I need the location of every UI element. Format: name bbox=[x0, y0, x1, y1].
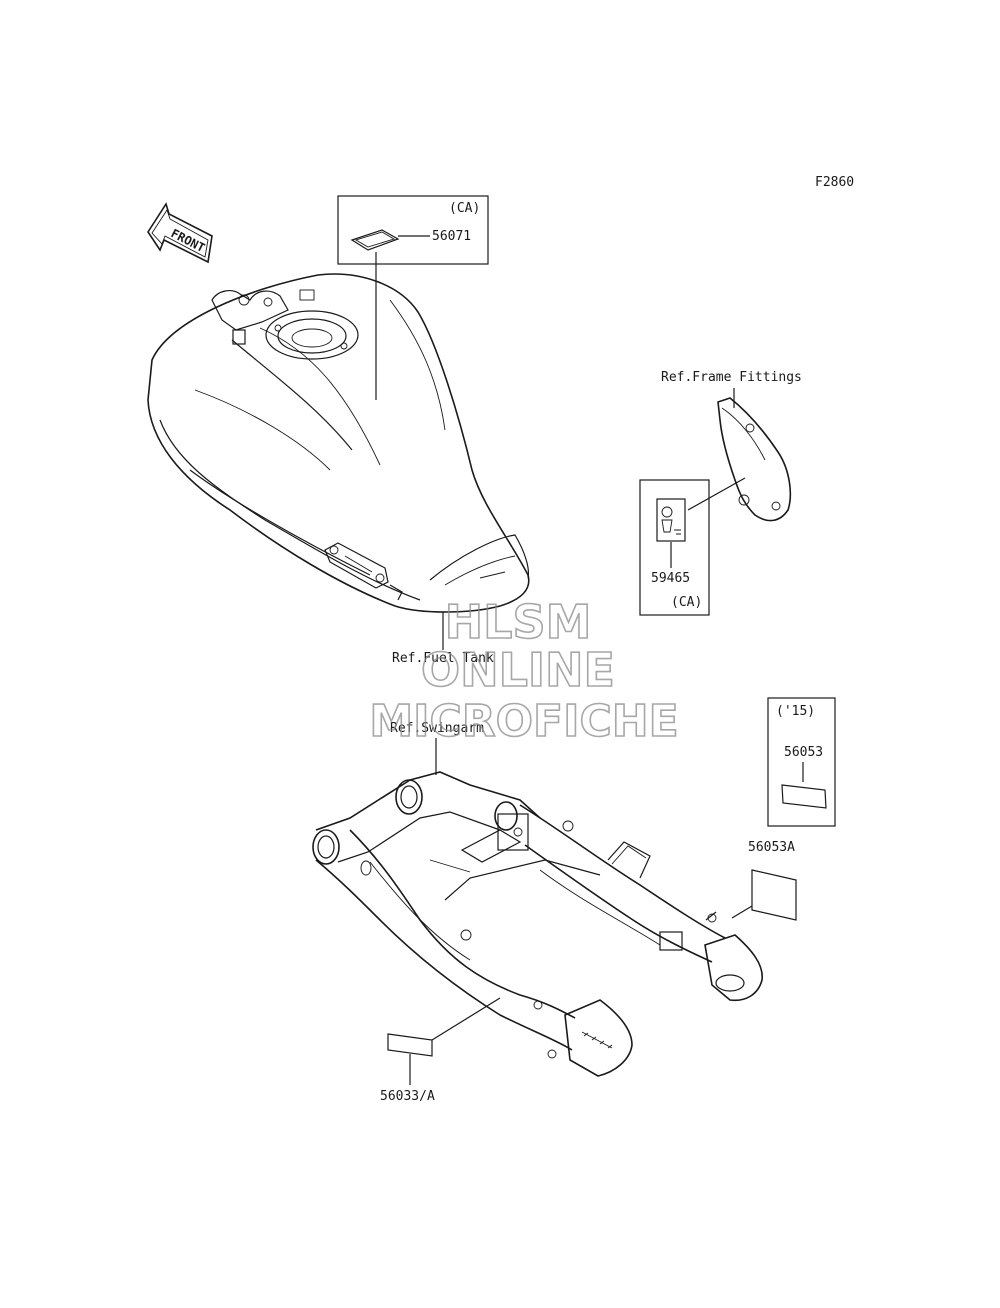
front-arrow-icon: FRONT bbox=[147, 202, 213, 264]
decal-icon-59465 bbox=[656, 498, 686, 542]
callout-box-56053 bbox=[767, 697, 836, 827]
ref-swingarm-label: Ref.Swingarm bbox=[390, 721, 484, 736]
decal-icon-56053a bbox=[751, 869, 797, 921]
fuel-tank-drawing bbox=[147, 273, 530, 613]
figure-code: F2860 bbox=[815, 175, 854, 190]
callout-56071: (CA) 56071 bbox=[337, 195, 489, 400]
leader-59465 bbox=[687, 477, 746, 511]
part-number-59465: 59465 bbox=[651, 571, 690, 586]
swingarm-drawing bbox=[312, 771, 763, 1077]
decal-icon-56071 bbox=[350, 229, 400, 251]
decal-icon-56053 bbox=[781, 784, 827, 809]
decal-icon-56033 bbox=[387, 1033, 433, 1057]
watermark-line-2: ONLINE bbox=[421, 643, 615, 697]
part-number-56053a: 56053A bbox=[748, 840, 795, 855]
callout-box-56071 bbox=[337, 195, 489, 265]
watermark-line-3: MICROFICHE bbox=[369, 696, 678, 747]
part-number-56053: 56053 bbox=[784, 745, 823, 760]
frame-cover-drawing bbox=[717, 397, 792, 522]
leader-56033 bbox=[431, 997, 501, 1041]
callout-56053a: 56053A bbox=[731, 840, 797, 921]
callout-56033: 56033/A bbox=[380, 997, 501, 1104]
callout-box-59465 bbox=[639, 479, 710, 616]
ref-frame-fittings-label: Ref.Frame Fittings bbox=[661, 370, 802, 385]
note-56053: ('15) bbox=[776, 704, 815, 719]
leader-56053a bbox=[731, 905, 753, 919]
ref-fuel-tank-label: Ref.Fuel Tank bbox=[392, 651, 494, 666]
part-number-56033: 56033/A bbox=[380, 1089, 435, 1104]
callout-56053: ('15) 56053 bbox=[767, 697, 836, 827]
note-59465: (CA) bbox=[671, 595, 702, 610]
watermark: HLSM ONLINE MICROFICHE bbox=[369, 594, 680, 748]
part-number-56071: 56071 bbox=[432, 229, 471, 244]
note-56071: (CA) bbox=[449, 201, 480, 216]
callout-59465: 59465 (CA) bbox=[639, 479, 710, 616]
watermark-line-1: HLSM bbox=[445, 595, 592, 649]
